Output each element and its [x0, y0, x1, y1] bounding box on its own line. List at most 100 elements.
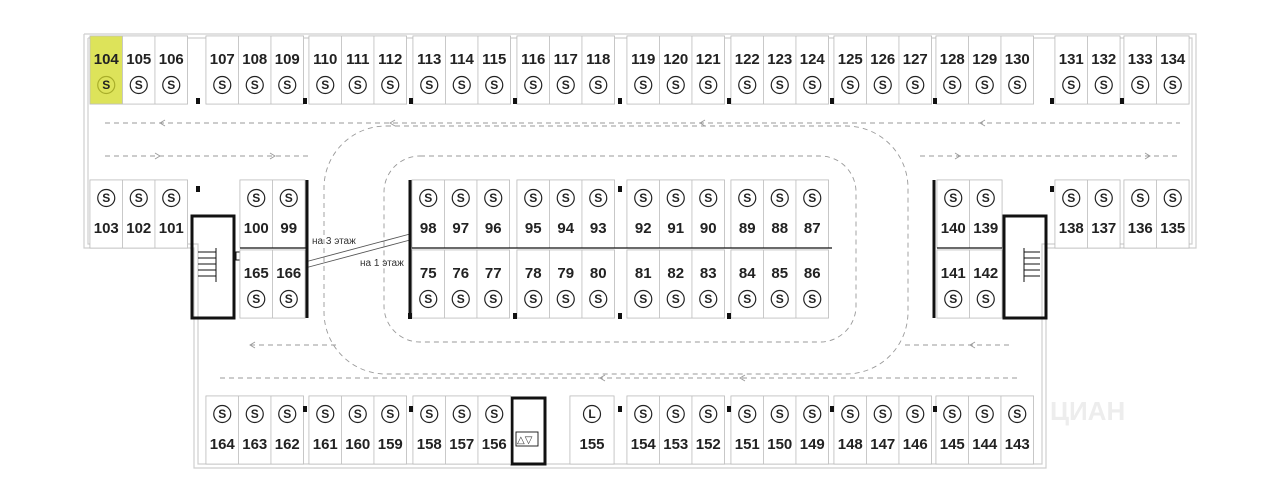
storage-unit-79[interactable]: S79: [549, 249, 583, 319]
storage-unit-88[interactable]: S88: [763, 179, 797, 249]
storage-unit-94[interactable]: S94: [549, 179, 583, 249]
storage-unit-75[interactable]: S75: [411, 249, 445, 319]
storage-unit-93[interactable]: S93: [581, 179, 615, 249]
storage-unit-91[interactable]: S91: [659, 179, 693, 249]
storage-unit-95[interactable]: S95: [516, 179, 550, 249]
storage-symbol-icon: [841, 404, 860, 424]
storage-unit-82[interactable]: S82: [659, 249, 693, 319]
storage-unit-92[interactable]: S92: [626, 179, 660, 249]
storage-unit-78[interactable]: S78: [516, 249, 550, 319]
lane-arrows: [154, 119, 1151, 382]
storage-unit-80[interactable]: S80: [581, 249, 615, 319]
storage-unit-83[interactable]: S83: [691, 249, 725, 319]
storage-unit-number: 127: [903, 51, 928, 68]
storage-unit-97[interactable]: S97: [444, 179, 478, 249]
storage-unit-number: 110: [313, 51, 337, 68]
storage-unit-86[interactable]: S86: [795, 249, 829, 319]
storage-unit-81[interactable]: S81: [626, 249, 660, 319]
storage-symbol-icon: [452, 75, 471, 95]
storage-unit-98[interactable]: S98: [411, 179, 445, 249]
storage-unit-90[interactable]: S90: [691, 179, 725, 249]
storage-unit-84[interactable]: S84: [730, 249, 764, 319]
storage-unit-77[interactable]: S77: [476, 249, 510, 319]
storage-unit-96[interactable]: S96: [476, 179, 510, 249]
storage-unit-89[interactable]: S89: [730, 179, 764, 249]
storage-unit-87[interactable]: S87: [795, 179, 829, 249]
storage-symbol-letter: S: [1100, 191, 1108, 205]
storage-unit-99[interactable]: S99: [272, 179, 306, 249]
storage-symbol-letter: S: [594, 191, 602, 205]
storage-unit-76[interactable]: S76: [444, 249, 478, 319]
storage-symbol-icon: [582, 404, 602, 424]
storage-unit-85[interactable]: S85: [763, 249, 797, 319]
